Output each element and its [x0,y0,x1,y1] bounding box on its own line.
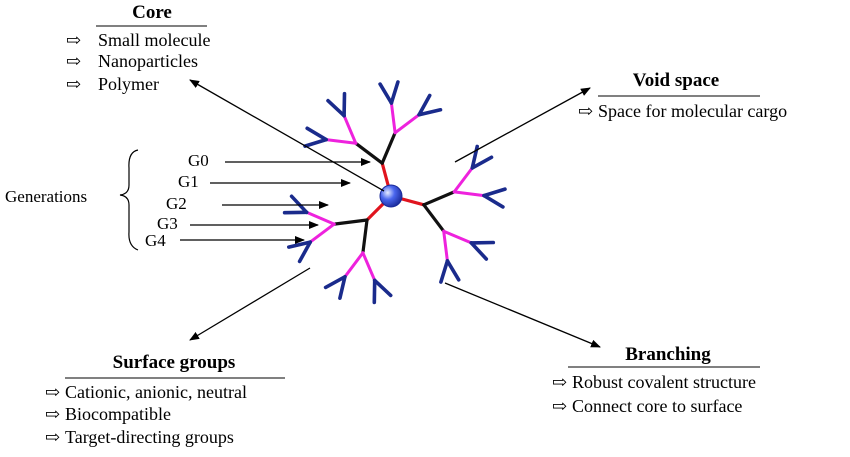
generation-level: G2 [166,194,187,213]
branch-generation-2 [422,190,456,207]
branch-generation-2 [380,131,397,165]
core-sphere [379,184,403,208]
generation-level: G4 [145,231,166,250]
branch-generation-4 [289,194,309,215]
surface-groups-bullet: ⇨ [45,404,60,424]
surface-groups-item: Target-directing groups [65,427,234,447]
branch-generation-3 [393,113,421,135]
core-block: Core ⇨ Small molecule ⇨ Nanoparticles ⇨ … [66,2,210,94]
branch-generation-4 [417,108,443,117]
branching-block: Branching ⇨ Robust covalent structure ⇨ … [552,344,760,416]
branch-generation-4 [439,259,450,284]
branch-generation-4 [372,278,393,298]
branch-generation-4 [389,80,400,105]
surface-groups-item: Biocompatible [65,404,171,424]
branch-generation-3 [389,101,397,135]
core-arrow [189,79,385,192]
void-space-bullet: ⇨ [578,101,593,121]
surface-groups-bullet: ⇨ [45,427,60,447]
branch-generation-4 [469,241,489,261]
surface-groups-bullet: ⇨ [45,382,60,402]
branch-generation-4 [286,240,313,249]
generations-label: Generations [5,187,87,206]
core-item: Small molecule [98,30,210,50]
dendrimer-branches [282,80,507,305]
void-space-heading: Void space [633,70,719,91]
branch-generation-4 [482,187,507,198]
branching-item: Robust covalent structure [572,372,756,392]
branching-item: Connect core to surface [572,396,742,416]
void-space-item: Space for molecular cargo [598,101,787,121]
branch-generation-3 [442,229,449,263]
branch-generation-3 [305,210,336,226]
branch-generation-4 [305,126,328,142]
branch-generation-3 [342,114,358,145]
surface-groups-arrow [189,267,311,341]
branch-generation-3 [442,229,473,245]
branch-generation-4 [445,259,461,282]
branch-generation-4 [323,274,347,290]
core-item: Polymer [98,74,159,94]
generations-brace [119,149,139,251]
core-heading: Core [132,2,172,23]
generations-block: Generations G0 G1 G2 G3 G4 [5,151,209,250]
branch-generation-3 [361,251,377,282]
branch-generation-4 [338,274,347,301]
generation-level: G1 [178,172,199,191]
annotation-arrows [180,79,601,348]
branch-generation-3 [452,190,486,198]
surface-groups-heading: Surface groups [113,352,236,373]
branch-generation-3 [308,222,336,244]
branch-generation-3 [343,251,365,279]
core-bullet: ⇨ [66,30,81,50]
core-item: Nanoparticles [98,51,198,71]
branch-generation-4 [482,193,505,209]
branch-generation-4 [378,82,394,105]
void-space-block: Void space ⇨ Space for molecular cargo [578,70,787,121]
branch-generation-2 [361,218,369,255]
surface-groups-block: Surface groups ⇨ Cationic, anionic, neut… [45,352,285,447]
branch-generation-2 [332,218,369,226]
branch-generation-4 [417,93,432,117]
void-space-arrow [454,87,591,163]
branching-bullet: ⇨ [552,372,567,392]
branch-generation-3 [452,166,474,194]
branching-heading: Branching [625,344,711,365]
branch-generation-3 [324,138,358,145]
branch-generation-4 [303,137,328,148]
branching-arrow [444,282,601,348]
branch-generation-4 [326,98,346,118]
branch-generation-4 [470,155,494,170]
branch-generation-2 [354,141,384,165]
core-bullet: ⇨ [66,51,81,71]
core-bullet: ⇨ [66,74,81,94]
generation-level: G3 [157,214,178,233]
generation-level: G0 [188,151,209,170]
surface-groups-item: Cationic, anionic, neutral [65,382,247,402]
branch-generation-2 [422,203,446,233]
branching-bullet: ⇨ [552,396,567,416]
branch-generation-4 [297,240,313,264]
